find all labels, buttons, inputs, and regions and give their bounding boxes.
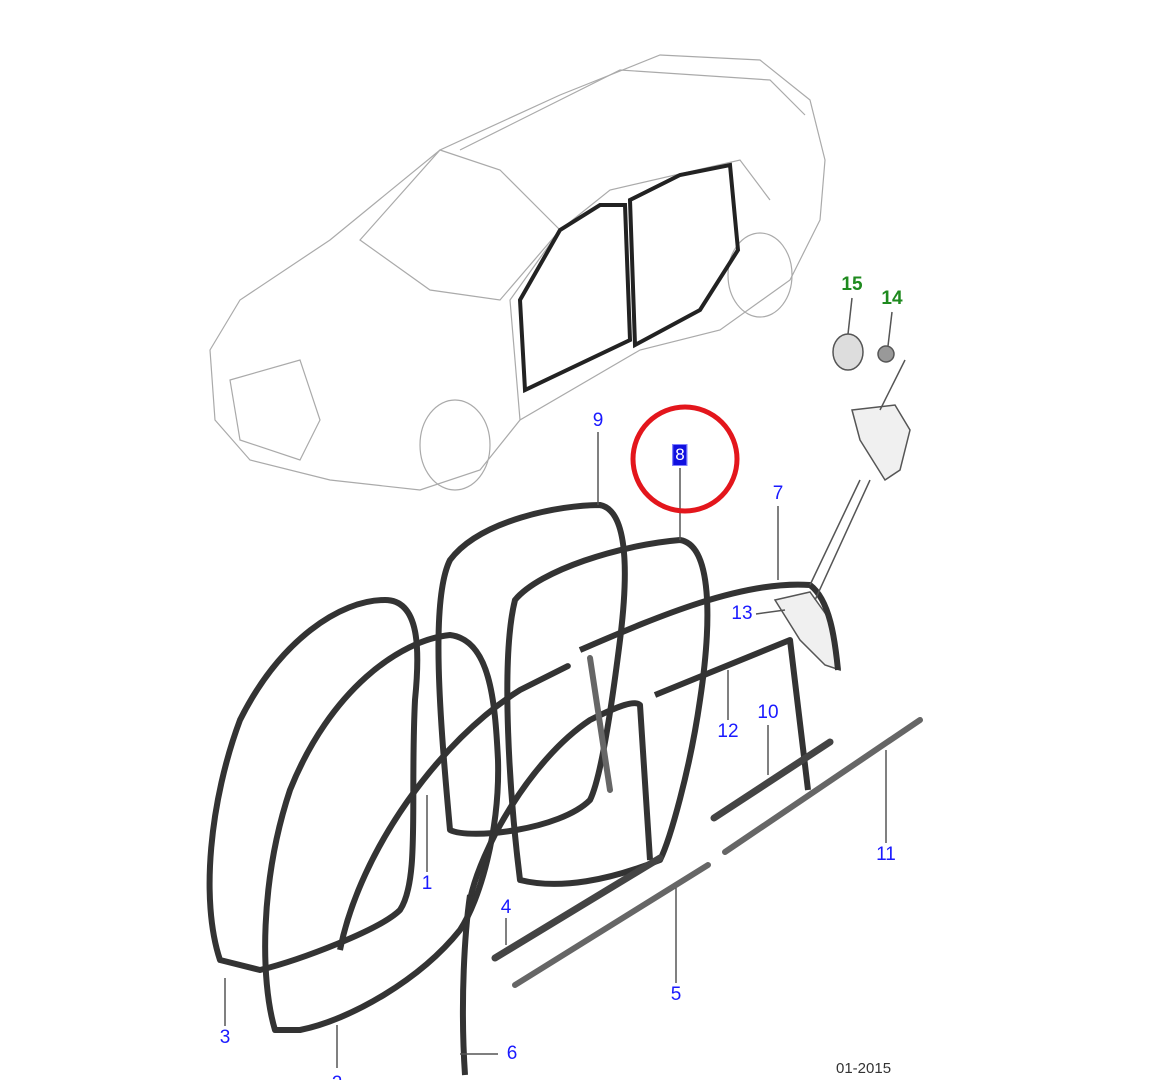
seal-parts — [206, 502, 841, 1076]
trim-strips — [512, 655, 923, 988]
callout-7[interactable]: 7 — [772, 483, 784, 504]
callout-3[interactable]: 3 — [219, 1027, 231, 1048]
car-illustration — [209, 54, 826, 491]
callout-13[interactable]: 13 — [731, 603, 753, 624]
callout-6[interactable]: 6 — [506, 1043, 518, 1064]
callout-12[interactable]: 12 — [717, 721, 739, 742]
callout-8-selected[interactable]: 8 — [672, 444, 688, 466]
callout-1[interactable]: 1 — [421, 873, 433, 894]
car-door-seals — [517, 162, 741, 394]
belt-mouldings — [491, 738, 834, 962]
leader-lines — [224, 297, 906, 1068]
callout-2[interactable]: 2 — [332, 1073, 343, 1080]
highlight-circle — [630, 404, 740, 514]
callout-14[interactable]: 14 — [881, 288, 903, 309]
callout-5[interactable]: 5 — [670, 984, 682, 1005]
callout-15[interactable]: 15 — [841, 274, 863, 295]
callout-9[interactable]: 9 — [592, 410, 604, 431]
date-code: 01-2015 — [836, 1060, 892, 1077]
callout-10[interactable]: 10 — [757, 702, 779, 723]
clip-parts — [773, 333, 911, 672]
callout-11[interactable]: 11 — [876, 844, 896, 865]
callout-4[interactable]: 4 — [500, 897, 512, 918]
